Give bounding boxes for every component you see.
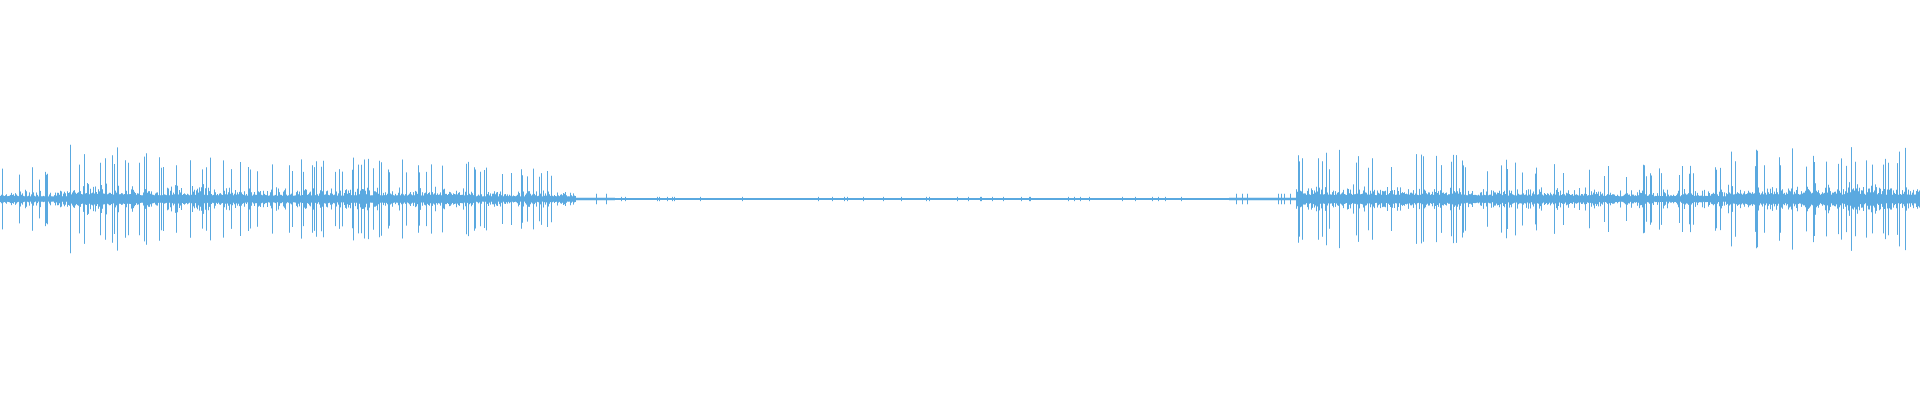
waveform-samples — [0, 144, 1920, 254]
